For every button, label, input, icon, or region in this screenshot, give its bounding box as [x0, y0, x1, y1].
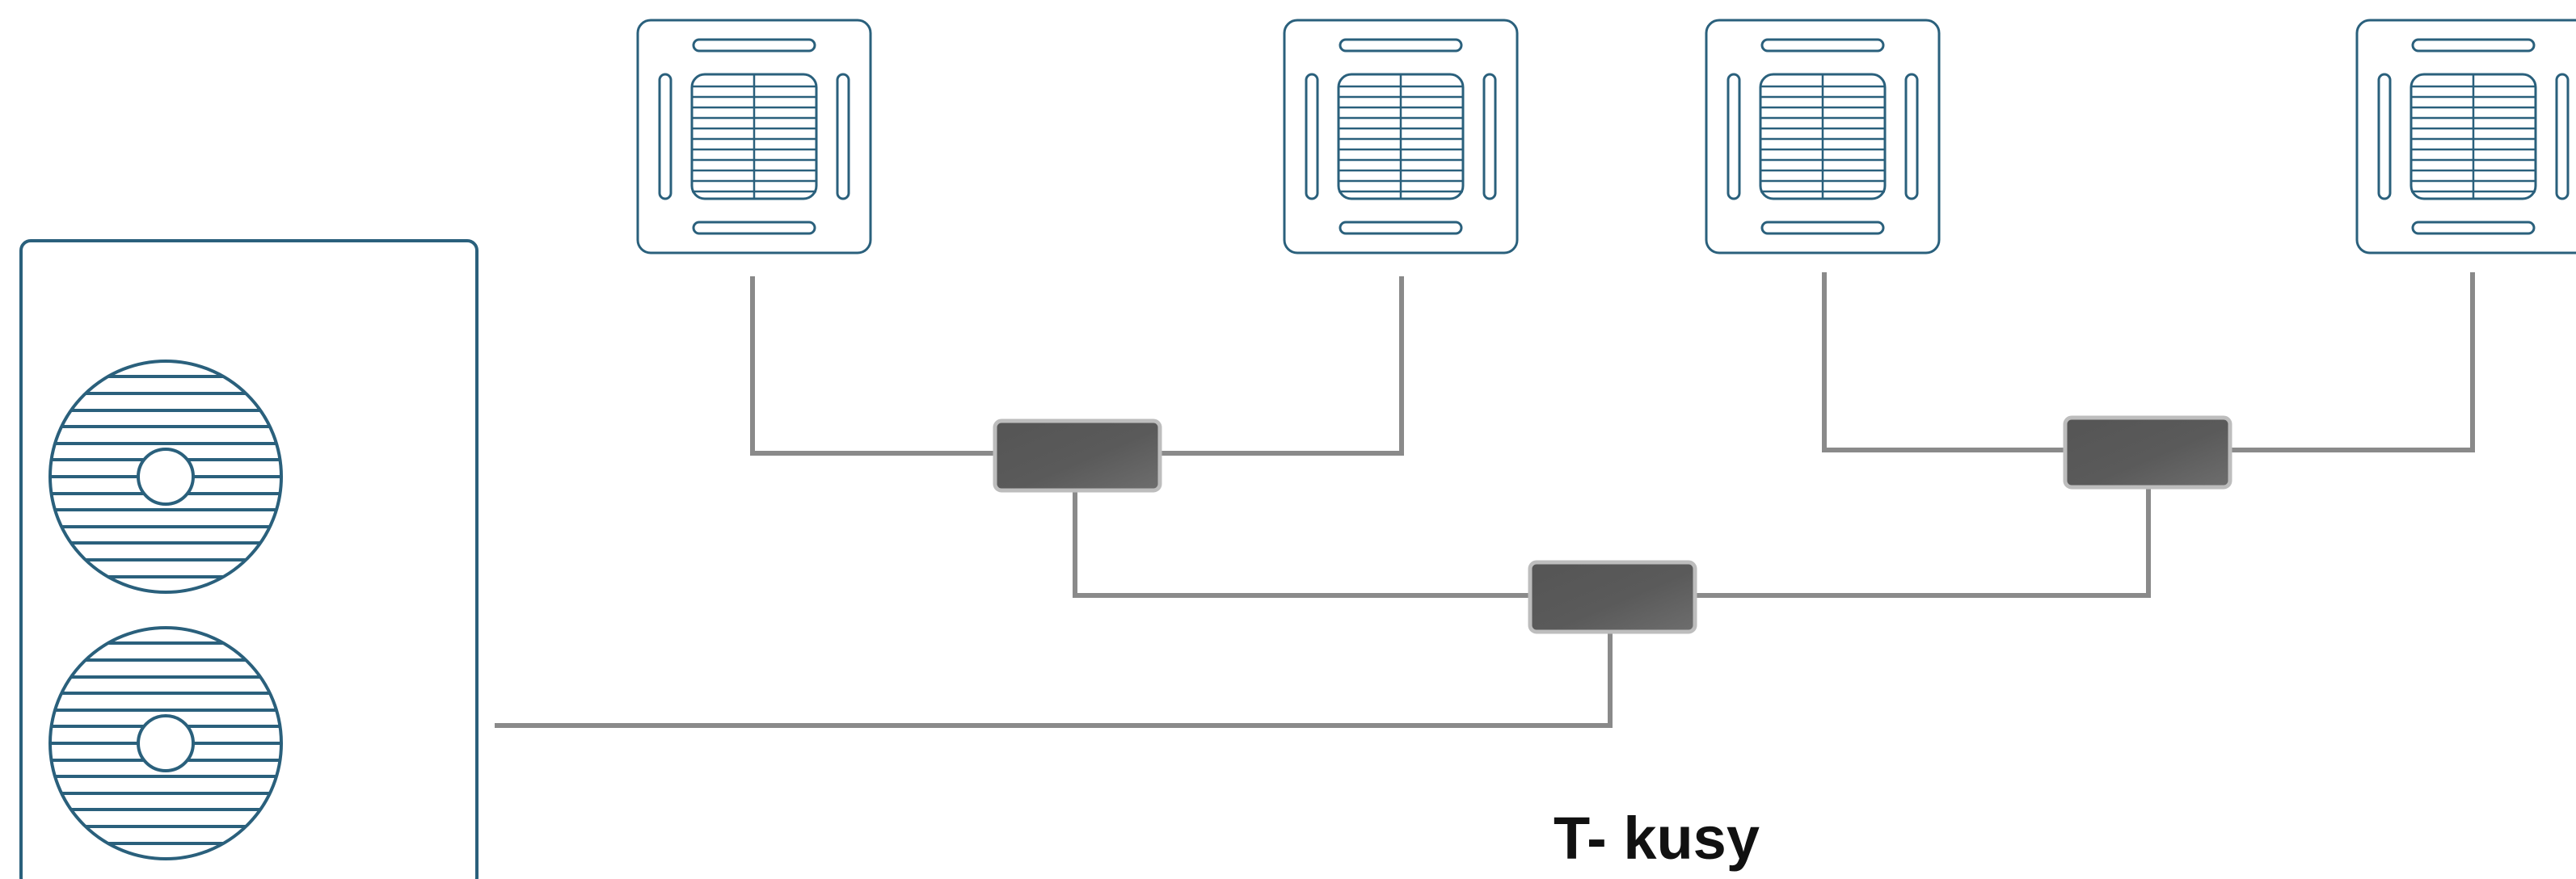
tee-fitting-icon [1530, 562, 1695, 632]
indoor-unit-2 [1283, 19, 1519, 254]
ceiling-cassette-icon [1283, 19, 1519, 254]
ceiling-cassette-icon [636, 19, 872, 254]
branch-pipe-right [1691, 483, 2151, 598]
indoor-unit-1 [636, 19, 872, 254]
main-pipe [495, 629, 1613, 728]
tee-fitting-icon [995, 421, 1160, 490]
pipe-indoor-unit-3 [1822, 272, 2067, 452]
tee-fitting-right [2065, 418, 2230, 487]
tee-fitting-icon [2065, 418, 2230, 487]
tee-fitting-left [995, 421, 1160, 490]
ceiling-cassette-icon [2355, 19, 2576, 254]
indoor-unit-3 [1705, 19, 1941, 254]
branch-pipe-left [1073, 486, 1532, 598]
pipe-indoor-unit-2 [1157, 276, 1404, 456]
pipe-indoor-unit-1 [750, 276, 996, 456]
indoor-unit-4 [2355, 19, 2576, 254]
tee-fitting-main [1530, 562, 1695, 632]
outdoor-unit-icon [19, 239, 479, 879]
refrigerant-piping [495, 272, 2475, 728]
outdoor-unit [19, 239, 479, 879]
ceiling-cassette-icon [1705, 19, 1941, 254]
pipe-indoor-unit-4 [2228, 272, 2475, 452]
diagram-caption: T- kusy [1554, 805, 1760, 872]
